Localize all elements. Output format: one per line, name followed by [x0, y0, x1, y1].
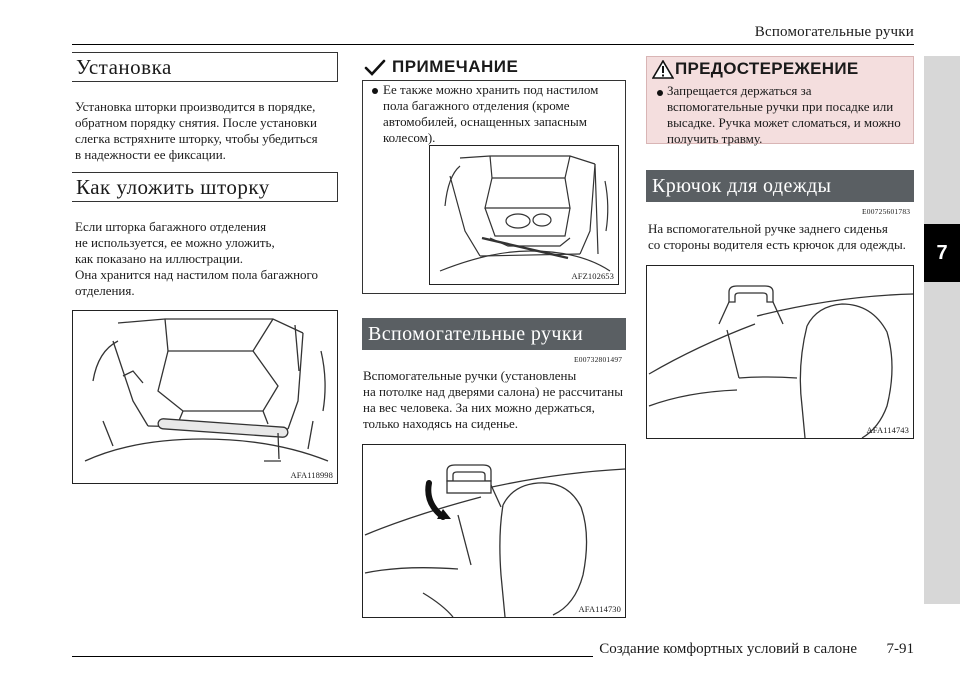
- caution-line: вспомогательные ручки при посадке или: [667, 99, 894, 114]
- grab-line: только находясь на сиденье.: [363, 416, 519, 431]
- page-number: 7-91: [886, 641, 915, 657]
- underfloor-figure: AFZ102653: [429, 145, 619, 285]
- stow-line: Если шторка багажного отделения: [75, 219, 267, 234]
- hook-line: со стороны водителя есть крючок для одеж…: [648, 237, 906, 252]
- page-footer: Создание комфортных условий в салоне 7-9…: [593, 641, 914, 658]
- chapter-tab-number[interactable]: 7: [924, 224, 960, 282]
- install-line: слегка встряхните шторку, чтобы убедитьс…: [75, 131, 318, 146]
- hook-heading-text: Крючок для одежды: [652, 175, 832, 197]
- figure-label: AFA114743: [866, 425, 909, 435]
- note-header: ПРИМЕЧАНИЕ: [362, 56, 626, 80]
- footer-rule: [72, 656, 914, 657]
- caution-line: Запрещается держаться за: [667, 83, 812, 98]
- figure-label: AFA118998: [290, 470, 333, 480]
- grab-handle-figure: AFA114730: [362, 444, 626, 618]
- caution-line: получить травму.: [667, 131, 763, 146]
- caution-paragraph: Запрещается держаться за вспомогательные…: [667, 83, 901, 147]
- running-title: Вспомогательные ручки: [754, 24, 914, 40]
- footer-section: Создание комфортных условий в салоне: [599, 641, 857, 657]
- install-line: обратном порядку снятия. После установки: [75, 115, 317, 130]
- note-line: Ее также можно хранить под настилом: [383, 82, 599, 97]
- stow-heading-text: Как уложить шторку: [76, 175, 270, 199]
- coat-hook-figure: AFA114743: [646, 265, 914, 439]
- bullet-icon: [657, 90, 663, 96]
- caution-box: ПРЕДОСТЕРЕЖЕНИЕ Запрещается держаться за…: [646, 56, 914, 147]
- underfloor-illustration: [439, 155, 611, 272]
- trunk-cover-figure: AFA118998: [72, 310, 338, 484]
- grab-handles-heading: Вспомогательные ручки: [362, 318, 626, 350]
- caution-line: высадке. Ручка может сломаться, и можно: [667, 115, 901, 130]
- figure-label: AFA114730: [578, 604, 621, 614]
- pencil-check-icon: [364, 59, 386, 76]
- grab-line: на потолке над дверями салона) не рассчи…: [363, 384, 623, 399]
- grab-handle-illustration: [364, 464, 626, 618]
- note-line: колесом).: [383, 130, 436, 145]
- grab-line: Вспомогательные ручки (установлены: [363, 368, 577, 383]
- stow-heading: Как уложить шторку: [72, 171, 338, 202]
- install-line: в надежности ее фиксации.: [75, 147, 226, 162]
- hook-paragraph: На вспомогательной ручке заднего сиденья…: [648, 221, 906, 253]
- caution-title: ПРЕДОСТЕРЕЖЕНИЕ: [675, 59, 859, 78]
- install-line: Установка шторки производится в порядке,: [75, 99, 316, 114]
- stow-line: как показано на иллюстрации.: [75, 251, 244, 266]
- install-heading: Установка: [72, 51, 338, 82]
- note-paragraph: Ее также можно хранить под настилом пола…: [383, 82, 598, 146]
- install-paragraph: Установка шторки производится в порядке,…: [75, 99, 318, 163]
- note-title-rule: [362, 80, 626, 81]
- hook-section-code: E00725601783: [862, 207, 911, 216]
- stow-line: не используется, ее можно уложить,: [75, 235, 275, 250]
- chapter-tab-strip: [924, 56, 960, 604]
- trunk-illustration: [84, 318, 329, 462]
- note-line: автомобилей, оснащенных запасным: [383, 114, 588, 129]
- stow-line: отделения.: [75, 283, 135, 298]
- stow-paragraph: Если шторка багажного отделения не испол…: [75, 219, 318, 299]
- grab-section-code: E00732801497: [574, 355, 623, 364]
- install-heading-text: Установка: [76, 55, 172, 79]
- hook-line: На вспомогательной ручке заднего сиденья: [648, 221, 888, 236]
- grab-heading-text: Вспомогательные ручки: [368, 323, 584, 345]
- figure-label: AFZ102653: [571, 271, 614, 281]
- stow-line: Она хранится над настилом пола багажного: [75, 267, 319, 282]
- grab-paragraph: Вспомогательные ручки (установлены на по…: [363, 368, 623, 432]
- note-title: ПРИМЕЧАНИЕ: [392, 57, 519, 76]
- coat-hook-heading: Крючок для одежды: [646, 170, 914, 202]
- grab-line: на вес человека. За них можно держаться,: [363, 400, 595, 415]
- note-line: пола багажного отделения (кроме: [383, 98, 570, 113]
- coat-hook-illustration: [648, 285, 914, 439]
- header-rule: [72, 44, 914, 45]
- bullet-icon: [372, 88, 378, 94]
- note-box: Ее также можно хранить под настилом пола…: [362, 80, 626, 294]
- warning-triangle-icon: [652, 60, 674, 79]
